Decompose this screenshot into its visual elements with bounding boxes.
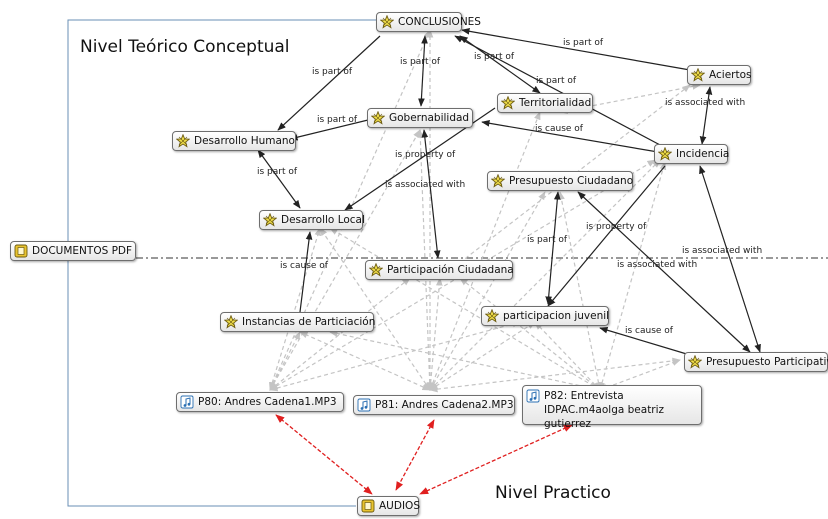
edge-label: is associated with [617,260,698,270]
edge-label: is part of [400,57,441,67]
node-aciertos[interactable]: Aciertos [687,65,751,85]
node-label: P81: Andres Cadena2.MP3 [375,399,514,411]
audio-links [275,414,573,495]
star-code-icon [691,68,705,82]
edge-label: is property of [395,150,456,160]
node-desarrollo-local[interactable]: Desarrollo Local [259,210,365,230]
node-instancias[interactable]: Instancias de Particiación [220,312,376,332]
node-gobernabilidad[interactable]: Gobernabilidad [367,108,473,128]
edge-label: is part of [317,115,358,125]
audio-note-icon [526,389,540,403]
node-participacion-ciudadana[interactable]: Participación Ciudadana [365,260,514,280]
node-label: Desarrollo Local [281,214,365,226]
node-label: Incidencia [676,148,730,160]
audio-note-icon [180,395,194,409]
edge-label: is part of [312,67,353,77]
star-code-icon [369,263,383,277]
relation-links [257,27,761,356]
node-label: P82: Entrevista IDPAC.m4aolga beatriz gu… [544,390,665,430]
node-audios[interactable]: AUDIOS [357,496,420,516]
node-label: P80: Andres Cadena1.MP3 [198,396,337,408]
node-incidencia[interactable]: Incidencia [654,144,730,164]
edge-label: is part of [527,235,568,245]
star-code-icon [658,147,672,161]
edge-label: is cause of [625,326,673,336]
star-code-icon [688,355,702,369]
edge-label: is part of [563,38,604,48]
region-title-theoretical: Nivel Teórico Conceptual [80,37,290,57]
star-code-icon [224,315,238,329]
document-family-icon [14,244,28,258]
edge-label: is cause of [280,261,328,271]
star-code-icon [371,111,385,125]
edge-label: is associated with [385,180,466,190]
node-desarrollo-humano[interactable]: Desarrollo Humano [172,131,296,151]
node-presupuesto-ciudadano[interactable]: Presupuesto Ciudadano [487,171,633,191]
edge-label: is part of [474,52,515,62]
audio-note-icon [357,398,371,412]
star-code-icon [380,15,394,29]
node-label: Presupuesto Ciudadano [509,175,634,187]
node-p82[interactable]: P82: Entrevista IDPAC.m4aolga beatriz gu… [522,385,702,430]
document-family-icon [361,499,375,513]
node-label: Instancias de Particiación [242,316,376,328]
node-label: participacion juvenil [503,310,610,322]
node-label: DOCUMENTOS PDF [32,245,133,257]
node-label: CONCLUSIONES [398,16,481,28]
star-code-icon [491,174,505,188]
node-presupuesto-participativo[interactable]: Presupuesto Participativo [684,352,828,372]
edge-label: is associated with [665,98,746,108]
node-participacion-juvenil[interactable]: participacion juvenil [481,306,609,326]
edge-label: is property of [586,222,647,232]
node-label: Aciertos [709,69,752,81]
region-title-practical: Nivel Practico [495,483,611,503]
node-label: Participación Ciudadana [387,264,514,276]
edge-label: is part of [536,76,577,86]
star-code-icon [176,134,190,148]
edge-label: is cause of [535,124,583,134]
node-label: Territorialidad [519,97,592,109]
frame-lines [67,19,376,507]
node-territorialidad[interactable]: Territorialidad [497,93,593,113]
node-label: AUDIOS [379,500,420,512]
edge-label: is associated with [682,246,763,256]
node-label: Presupuesto Participativo [706,356,828,368]
node-p81[interactable]: P81: Andres Cadena2.MP3 [353,395,515,415]
star-code-icon [263,213,277,227]
node-label: Gobernabilidad [389,112,470,124]
node-label: Desarrollo Humano [194,135,295,147]
edge-label: is part of [257,167,298,177]
node-documentos-pdf[interactable]: DOCUMENTOS PDF [10,241,136,261]
node-p80[interactable]: P80: Andres Cadena1.MP3 [176,392,344,412]
star-code-icon [485,309,499,323]
node-conclusiones[interactable]: CONCLUSIONES [376,12,481,32]
star-code-icon [501,96,515,110]
